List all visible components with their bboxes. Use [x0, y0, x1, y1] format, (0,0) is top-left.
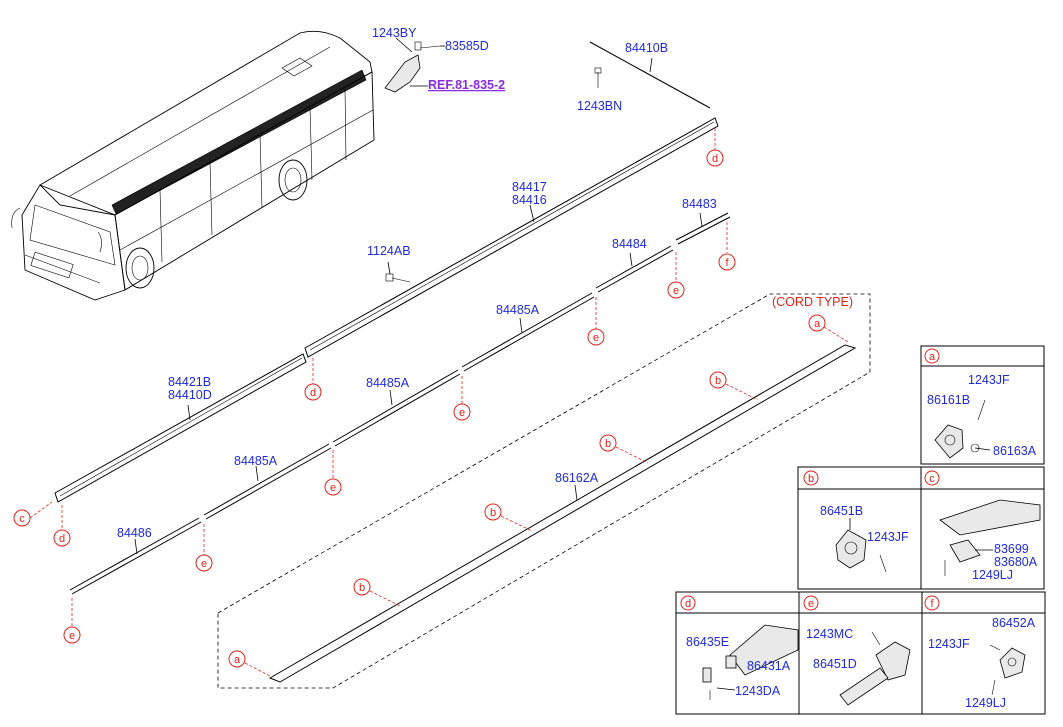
strip-84485A-3: [203, 443, 332, 520]
molding-84417-84416: [304, 117, 719, 358]
label-84486[interactable]: 84486: [117, 526, 152, 540]
marker-b-cord-1[interactable]: b: [709, 371, 759, 401]
marker-e-84485A-3[interactable]: e: [324, 450, 342, 496]
label-86162A[interactable]: 86162A: [555, 471, 599, 485]
svg-text:e: e: [330, 482, 336, 494]
detail-box-b: b: [797, 466, 922, 590]
bus-illustration: [11, 30, 375, 301]
svg-text:d: d: [712, 153, 718, 165]
marker-e-84485A-2[interactable]: e: [453, 376, 471, 421]
strip-84483: [675, 212, 731, 245]
screw-1243BN: [594, 67, 602, 88]
cord-type-area: [217, 293, 871, 689]
marker-f-84483[interactable]: f: [718, 222, 736, 271]
svg-text:d: d: [310, 387, 316, 399]
svg-text:b: b: [490, 507, 496, 519]
screw-1124AB: [385, 261, 411, 283]
molding-84421B-84410D: [54, 353, 307, 503]
detail-c-1249LJ[interactable]: 1249LJ: [972, 568, 1013, 582]
label-84485A-2[interactable]: 84485A: [366, 376, 410, 390]
detail-e-1243MC[interactable]: 1243MC: [806, 627, 853, 641]
detail-box-e: e: [798, 591, 923, 715]
svg-text:e: e: [69, 630, 75, 642]
detail-f-1249LJ[interactable]: 1249LJ: [965, 696, 1006, 710]
svg-text:e: e: [673, 285, 679, 297]
detail-c-83699[interactable]: 83699: [994, 542, 1029, 556]
label-84485A-1[interactable]: 84485A: [496, 303, 540, 317]
marker-d-top[interactable]: d: [706, 128, 724, 167]
bracket-83585D: [384, 37, 445, 93]
label-83585D[interactable]: 83585D: [445, 39, 489, 53]
label-84485A-3[interactable]: 84485A: [234, 454, 278, 468]
marker-e-84486-top[interactable]: e: [195, 524, 213, 572]
label-1243BY[interactable]: 1243BY: [372, 26, 417, 40]
detail-f-1243JF[interactable]: 1243JF: [928, 637, 970, 651]
label-84484[interactable]: 84484: [612, 237, 647, 251]
marker-e-84486-bottom[interactable]: e: [63, 598, 81, 644]
marker-d-left[interactable]: d: [53, 505, 71, 547]
detail-c-83680A[interactable]: 83680A: [994, 555, 1038, 569]
detail-a-86161B[interactable]: 86161B: [927, 393, 970, 407]
detail-box-f: f: [921, 591, 1046, 715]
detail-box-c: c: [920, 466, 1045, 590]
svg-text:b: b: [605, 438, 611, 450]
svg-text:d: d: [685, 598, 691, 610]
svg-text:f: f: [725, 257, 729, 269]
label-84410D[interactable]: 84410D: [168, 388, 212, 402]
marker-e-84484[interactable]: e: [667, 252, 685, 299]
svg-text:e: e: [201, 558, 207, 570]
detail-b-1243JF[interactable]: 1243JF: [867, 530, 909, 544]
marker-b-cord-2[interactable]: b: [599, 434, 649, 464]
svg-text:a: a: [929, 351, 936, 363]
marker-c-left[interactable]: c: [13, 501, 53, 527]
ref-link[interactable]: REF.81-835-2: [428, 78, 505, 92]
label-84421B[interactable]: 84421B: [168, 375, 211, 389]
svg-text:b: b: [808, 473, 814, 485]
detail-e-86451D[interactable]: 86451D: [813, 657, 857, 671]
svg-text:c: c: [19, 513, 25, 525]
label-84416[interactable]: 84416: [512, 193, 547, 207]
svg-text:a: a: [234, 654, 241, 666]
strip-84485A-2: [332, 369, 461, 447]
cord-type-label: (CORD TYPE): [772, 295, 853, 309]
marker-b-cord-4[interactable]: b: [353, 578, 401, 607]
detail-box-a: a: [920, 345, 1045, 465]
detail-d-1243DA[interactable]: 1243DA: [735, 684, 781, 698]
label-1243BN[interactable]: 1243BN: [577, 99, 622, 113]
label-84483[interactable]: 84483: [682, 197, 717, 211]
detail-d-86431A[interactable]: 86431A: [747, 659, 791, 673]
detail-a-1243JF[interactable]: 1243JF: [968, 373, 1010, 387]
detail-a-86163A[interactable]: 86163A: [993, 444, 1037, 458]
svg-text:e: e: [593, 332, 599, 344]
marker-a-cord-bottom[interactable]: a: [228, 650, 273, 678]
label-84417[interactable]: 84417: [512, 180, 547, 194]
label-84410B[interactable]: 84410B: [625, 41, 668, 55]
detail-f-86452A[interactable]: 86452A: [992, 616, 1036, 630]
svg-text:e: e: [808, 598, 814, 610]
strip-84484: [595, 245, 674, 293]
marker-a-cord-top[interactable]: a: [808, 314, 849, 343]
svg-text:b: b: [359, 582, 365, 594]
svg-text:b: b: [715, 375, 721, 387]
svg-text:f: f: [930, 598, 934, 610]
marker-b-cord-3[interactable]: b: [484, 503, 533, 532]
svg-text:a: a: [814, 318, 821, 330]
strip-84485A-1: [461, 292, 595, 372]
marker-e-84485A-1[interactable]: e: [587, 297, 605, 346]
label-1124AB[interactable]: 1124AB: [367, 244, 411, 258]
strip-84486: [69, 517, 202, 595]
marker-d-mid[interactable]: d: [304, 358, 322, 401]
strip-84410B: [589, 41, 711, 109]
svg-text:d: d: [59, 533, 65, 545]
detail-d-86435E[interactable]: 86435E: [686, 635, 729, 649]
svg-text:e: e: [459, 407, 465, 419]
svg-text:c: c: [929, 473, 935, 485]
detail-b-86451B[interactable]: 86451B: [820, 504, 863, 518]
